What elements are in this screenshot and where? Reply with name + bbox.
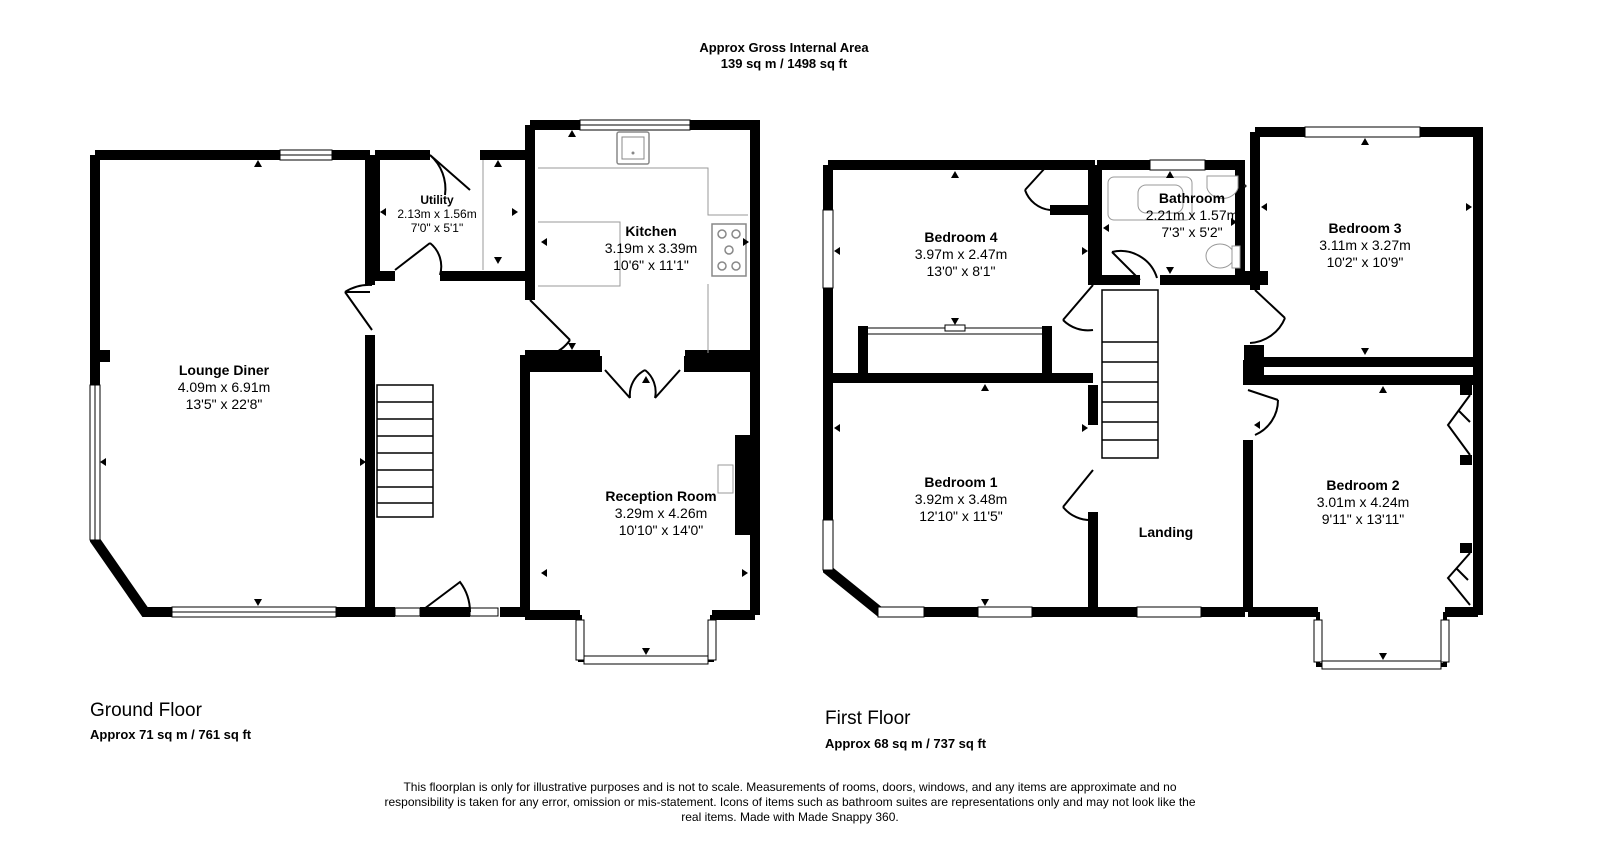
room-name: Bedroom 2 <box>1326 477 1400 493</box>
room-label-bedroom-2: Bedroom 2 3.01m x 4.24m 9'11" x 13'11" <box>1317 477 1410 528</box>
room-metric: 4.09m x 6.91m <box>177 379 271 395</box>
room-label-bedroom-3: Bedroom 3 3.11m x 3.27m 10'2" x 10'9" <box>1319 220 1411 271</box>
room-metric: 3.29m x 4.26m <box>614 505 708 521</box>
room-name: Kitchen <box>625 223 677 239</box>
room-imperial: 10'2" x 10'9" <box>1326 254 1404 270</box>
ground-floor-area: Approx 71 sq m / 761 sq ft <box>90 727 252 742</box>
room-name: Utility <box>420 193 454 207</box>
room-imperial: 10'6" x 11'1" <box>613 257 689 273</box>
ground-floor-dimension-arrows <box>100 130 749 655</box>
room-imperial: 9'11" x 13'11" <box>1321 511 1405 527</box>
gross-area-header: Approx Gross Internal Area 139 sq m / 14… <box>600 40 968 72</box>
room-metric: 2.21m x 1.57m <box>1145 207 1239 223</box>
room-label-bathroom: Bathroom 2.21m x 1.57m 7'3" x 5'2" <box>1146 190 1239 241</box>
room-label-lounge-diner: Lounge Diner 4.09m x 6.91m 13'5" x 22'8" <box>178 362 271 413</box>
ground-floor-plan <box>89 119 760 665</box>
room-metric: 3.11m x 3.27m <box>1319 237 1411 253</box>
room-name: Bedroom 4 <box>924 229 998 245</box>
room-label-kitchen: Kitchen 3.19m x 3.39m 10'6" x 11'1" <box>605 223 698 274</box>
room-imperial: 13'5" x 22'8" <box>185 396 263 412</box>
room-metric: 3.92m x 3.48m <box>914 491 1008 507</box>
room-name: Bedroom 3 <box>1328 220 1402 236</box>
room-imperial: 12'10" x 11'5" <box>919 508 1003 524</box>
first-floor-title: First Floor <box>825 708 911 729</box>
room-imperial: 13'0" x 8'1" <box>926 263 996 279</box>
room-imperial: 7'0" x 5'1" <box>410 221 464 235</box>
room-name: Reception Room <box>605 488 717 504</box>
first-floor-plan <box>822 126 1483 670</box>
room-name: Bedroom 1 <box>924 474 998 490</box>
room-metric: 3.01m x 4.24m <box>1316 494 1410 510</box>
room-name: Bathroom <box>1158 190 1226 206</box>
room-label-bedroom-4: Bedroom 4 3.97m x 2.47m 13'0" x 8'1" <box>915 229 1008 280</box>
ground-floor-title: Ground Floor <box>90 700 202 721</box>
room-metric: 2.13m x 1.56m <box>397 207 477 221</box>
gross-area-title: Approx Gross Internal Area <box>699 40 869 55</box>
room-label-landing: Landing <box>1139 524 1193 541</box>
room-metric: 3.97m x 2.47m <box>914 246 1008 262</box>
first-floor-dimension-arrows <box>834 138 1472 660</box>
room-name: Lounge Diner <box>178 362 270 378</box>
room-name: Landing <box>1138 524 1194 540</box>
room-label-bedroom-1: Bedroom 1 3.92m x 3.48m 12'10" x 11'5" <box>915 474 1008 525</box>
room-label-utility: Utility 2.13m x 1.56m 7'0" x 5'1" <box>397 193 476 235</box>
room-label-reception-room: Reception Room 3.29m x 4.26m 10'10" x 14… <box>605 488 716 539</box>
room-metric: 3.19m x 3.39m <box>604 240 698 256</box>
room-imperial: 10'10" x 14'0" <box>618 522 704 538</box>
room-imperial: 7'3" x 5'2" <box>1161 224 1223 240</box>
disclaimer-text: This floorplan is only for illustrative … <box>384 780 1196 824</box>
first-floor-area: Approx 68 sq m / 737 sq ft <box>825 736 987 751</box>
gross-area-value: 139 sq m / 1498 sq ft <box>720 56 848 71</box>
